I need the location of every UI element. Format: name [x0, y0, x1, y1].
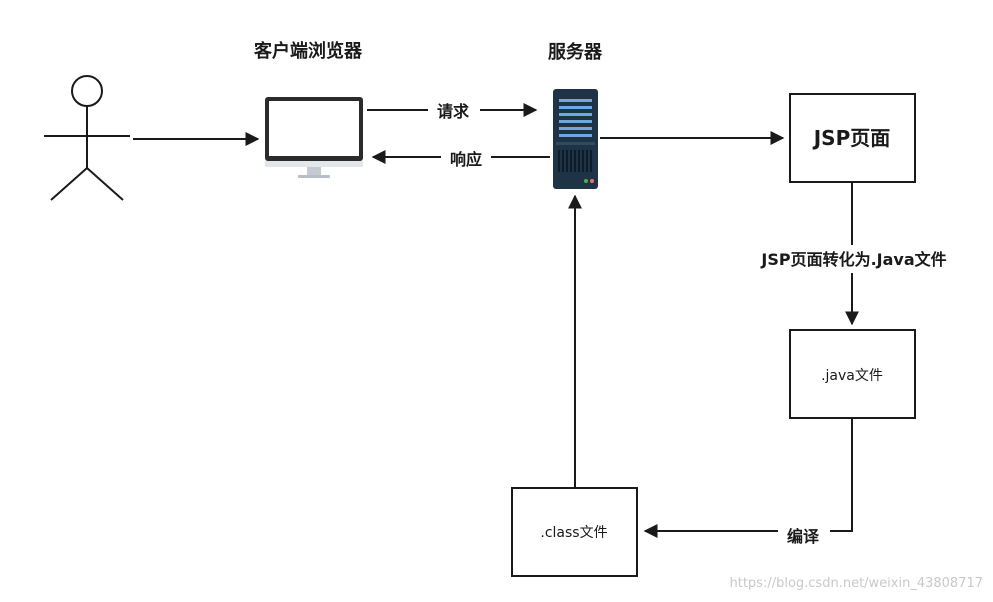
- user-actor-icon: [44, 75, 130, 201]
- monitor-icon: [265, 97, 363, 178]
- client-browser-label: 客户端浏览器: [254, 40, 363, 62]
- request-label: 请求: [437, 102, 470, 121]
- compile-label: 编译: [787, 527, 820, 546]
- server-label: 服务器: [548, 41, 603, 63]
- compile-arrow: [643, 418, 853, 538]
- java-file-node: .java文件: [789, 329, 916, 419]
- jsp-to-java-label: JSP页面转化为.Java文件: [760, 250, 946, 269]
- jsp-page-label: JSP页面: [812, 126, 891, 150]
- server-icon: [553, 89, 598, 189]
- response-label: 响应: [450, 150, 482, 169]
- class-file-label: .class文件: [540, 525, 607, 541]
- java-file-label: .java文件: [821, 368, 883, 384]
- watermark-text: https://blog.csdn.net/weixin_43808717: [729, 576, 983, 591]
- class-file-node: .class文件: [511, 487, 638, 577]
- jsp-page-node: JSP页面: [789, 93, 916, 183]
